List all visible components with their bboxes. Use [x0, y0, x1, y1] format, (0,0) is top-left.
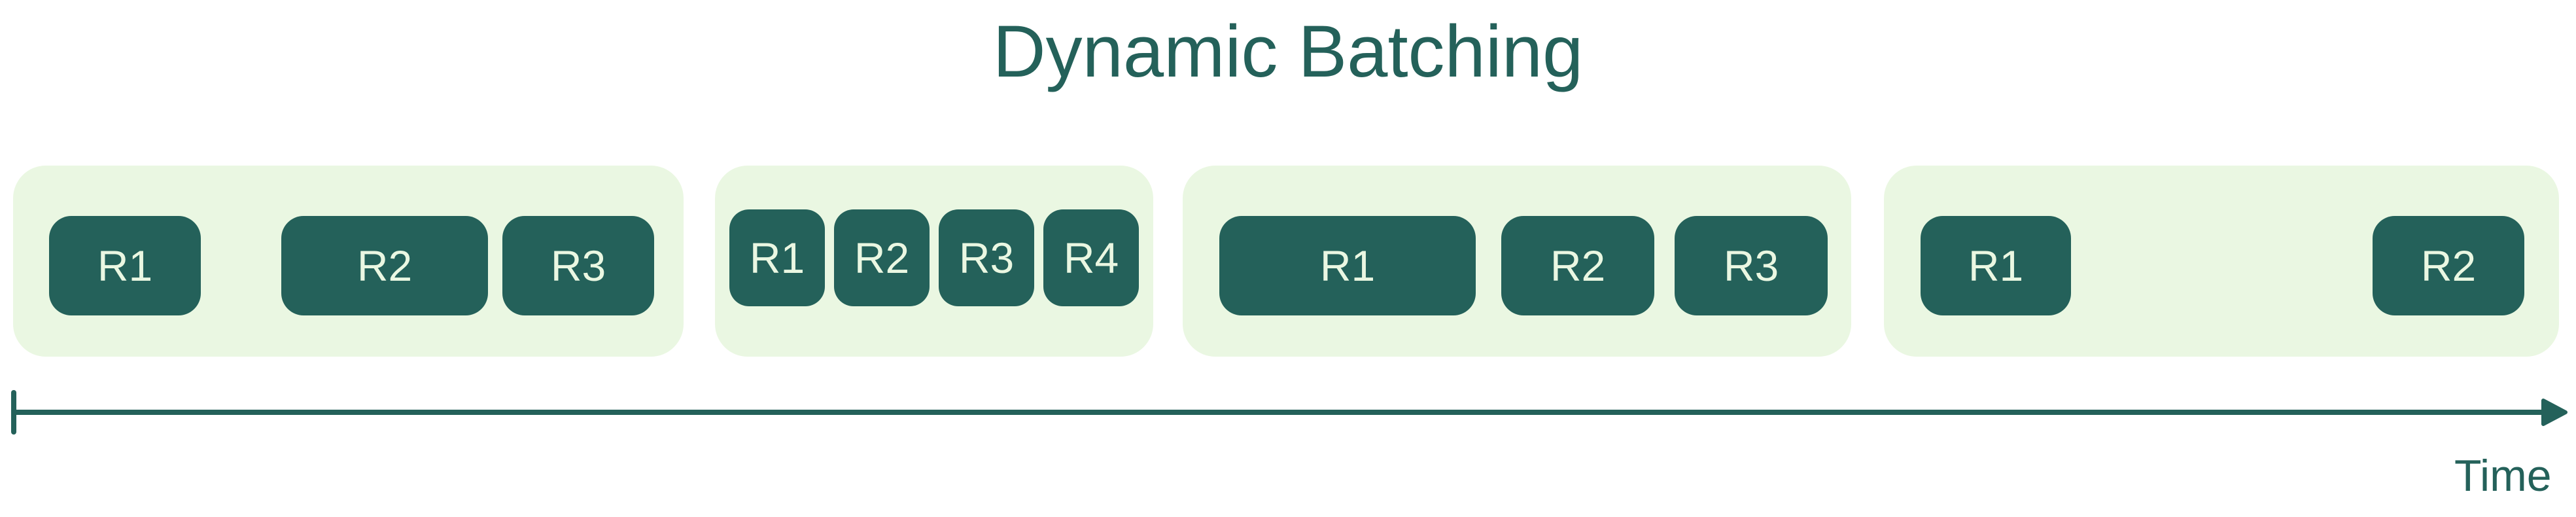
request-block: R3	[939, 209, 1034, 306]
batch-4: R1 R2	[1884, 166, 2559, 357]
request-block: R1	[1219, 216, 1476, 315]
request-block: R2	[834, 209, 930, 306]
request-block: R2	[1501, 216, 1654, 315]
request-block: R1	[729, 209, 825, 306]
request-block: R1	[1921, 216, 2071, 315]
request-block: R2	[2373, 216, 2524, 315]
request-block: R2	[281, 216, 488, 315]
request-block: R3	[502, 216, 654, 315]
axis-label: Time	[2454, 451, 2552, 501]
batch-3: R1 R2 R3	[1183, 166, 1851, 357]
diagram-title: Dynamic Batching	[992, 10, 1584, 92]
batch-2: R1 R2 R3 R4	[715, 166, 1153, 357]
request-block: R1	[49, 216, 201, 315]
request-block: R4	[1043, 209, 1139, 306]
arrow-head-icon	[2541, 399, 2567, 426]
request-block: R3	[1675, 216, 1828, 315]
batch-1: R1 R2 R3	[13, 166, 684, 357]
